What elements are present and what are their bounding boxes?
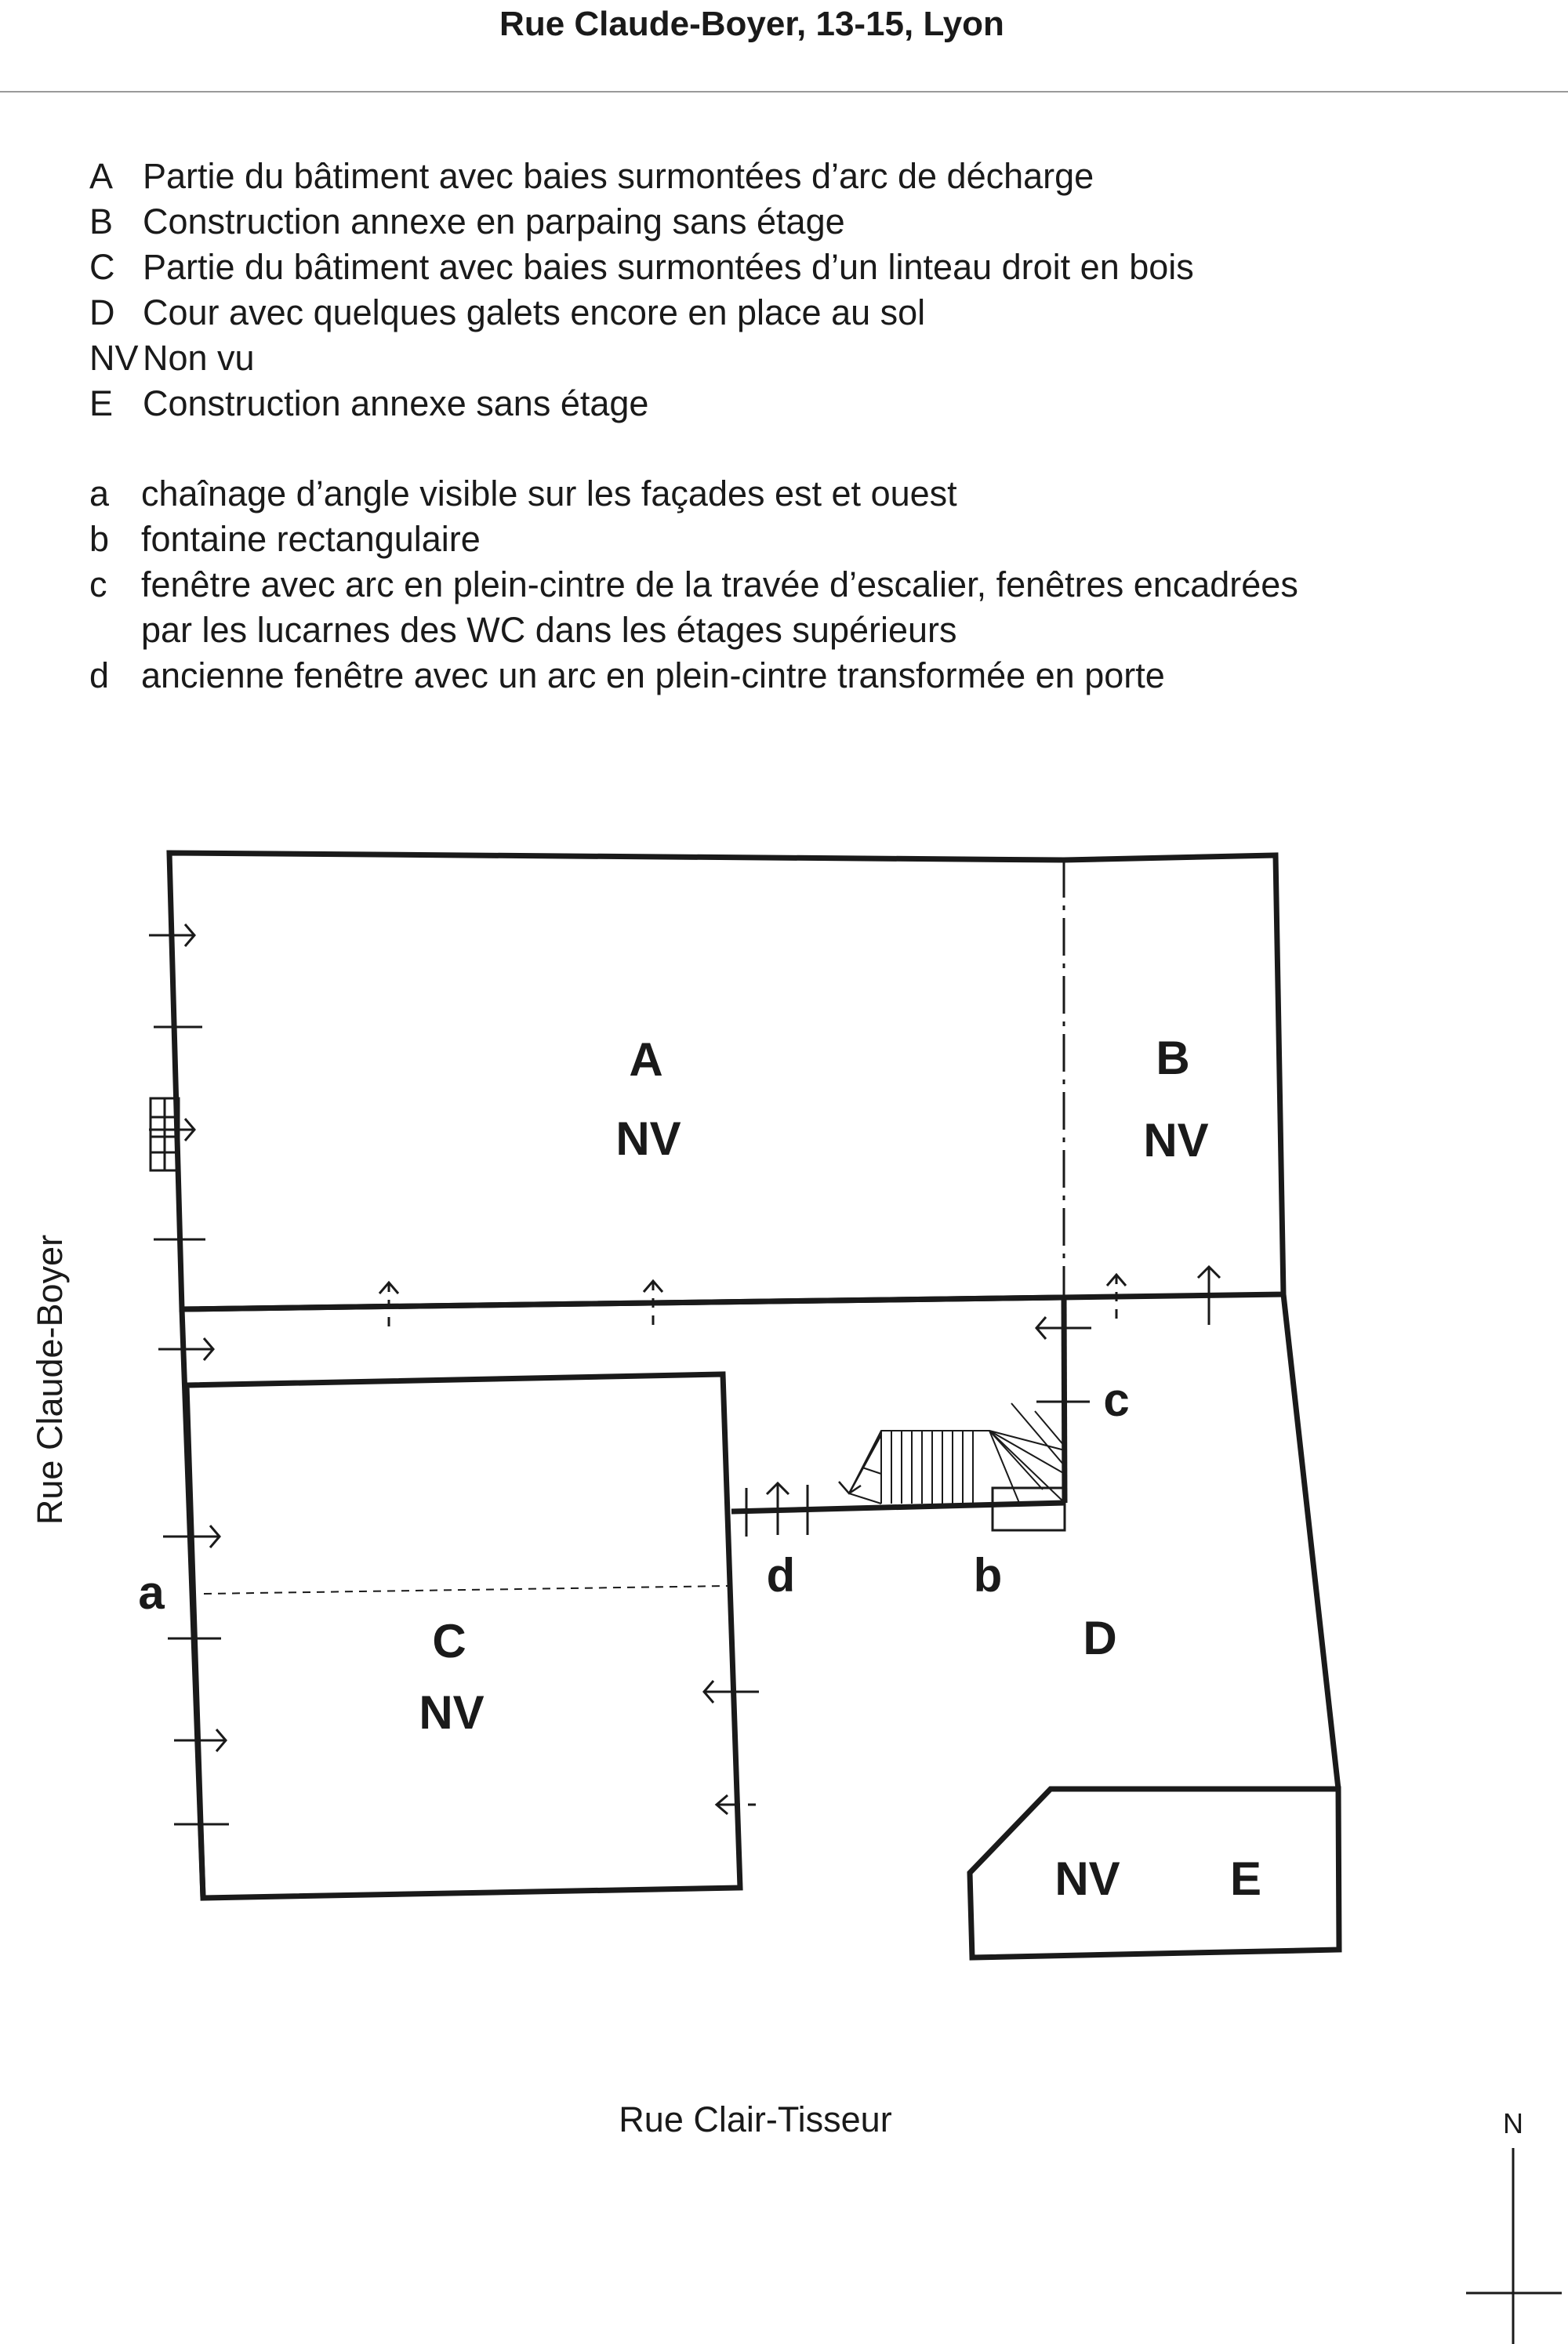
legend-text: Construction annexe en parpaing sans éta… [143, 201, 845, 241]
legend-key: E [89, 383, 114, 423]
marker-b: b [974, 1549, 1003, 1602]
zone-E-status: NV [1054, 1852, 1120, 1905]
legend-key: C [89, 247, 115, 287]
legend-key: NV [89, 338, 139, 378]
arrow-up-icon [1105, 1272, 1127, 1322]
arrow-right-icon [158, 1337, 215, 1361]
marker-a: a [138, 1566, 165, 1619]
arrow-up-icon [642, 1279, 664, 1329]
legend-key: d [89, 655, 110, 695]
stair-arrow-icon [838, 1434, 883, 1495]
arrow-up-icon [378, 1280, 400, 1333]
street-label-left: Rue Claude-Boyer [30, 1234, 70, 1526]
arrow-right-icon [149, 1118, 196, 1141]
legend-text: Partie du bâtiment avec baies surmontées… [143, 247, 1194, 287]
legend-text: Construction annexe sans étage [143, 383, 649, 423]
outline-zone-E [967, 1786, 1342, 1961]
zone-B-status: NV [1143, 1114, 1208, 1167]
marker-d: d [767, 1549, 796, 1602]
legend-item: c fenêtre avec arc en plein-cintre de la … [89, 562, 1298, 608]
arrow-up-icon [1196, 1265, 1221, 1325]
zone-A-status: NV [615, 1112, 681, 1165]
legend-item: A Partie du bâtiment avec baies surmontée… [89, 154, 1194, 199]
zone-C-letter: C [432, 1615, 466, 1667]
legend-text: Partie du bâtiment avec baies surmontées… [143, 156, 1094, 196]
openings [149, 923, 1562, 2344]
legend-item: a chaînage d’angle visible sur les façade… [89, 471, 1298, 517]
legend-key: D [89, 292, 115, 332]
arrow-right-icon [174, 1729, 227, 1752]
legend-item: D Cour avec quelques galets encore en pla… [89, 290, 1194, 336]
street-label-bottom: Rue Clair-Tisseur [619, 2099, 892, 2139]
legend-key: a [89, 474, 110, 513]
arrow-left-icon [714, 1794, 760, 1816]
wall-east-D [1280, 1294, 1341, 1790]
legend-item-continuation: par les lucarnes des WC dans les étages … [89, 608, 1298, 653]
arrow-left-icon [1035, 1316, 1091, 1340]
wall-stair-inner [1061, 1297, 1068, 1504]
legend-zones: A Partie du bâtiment avec baies surmontée… [89, 154, 1194, 426]
title-divider [0, 91, 1568, 93]
legend-text: Non vu [143, 338, 255, 378]
legend-text: fenêtre avec arc en plein-cintre de la t… [141, 564, 1298, 604]
north-label: N [1503, 2107, 1523, 2139]
legend-text: chaînage d’angle visible sur les façades… [141, 474, 957, 513]
legend-item: d ancienne fenêtre avec un arc en plein-c… [89, 653, 1298, 698]
legend-item: E Construction annexe sans étage [89, 381, 1194, 426]
legend-text: fontaine rectangulaire [141, 519, 481, 559]
chainage-line-a [203, 1585, 728, 1595]
legend-item: C Partie du bâtiment avec baies surmontée… [89, 245, 1194, 290]
marker-c: c [1103, 1373, 1129, 1426]
fountain-b [991, 1486, 1066, 1532]
zone-B-letter: B [1156, 1032, 1189, 1084]
zone-A-letter: A [629, 1033, 662, 1086]
pilaster-icon [149, 1097, 180, 1172]
wall-AC-separator [181, 1294, 1063, 1312]
outline-zone-C [183, 1371, 743, 1901]
arrow-up-icon [765, 1481, 790, 1535]
outline-zone-A [166, 850, 1287, 1312]
legend-key: A [89, 156, 114, 196]
arrow-right-icon [163, 1525, 221, 1548]
legend-features: a chaînage d’angle visible sur les façade… [89, 471, 1298, 698]
legend-key: B [89, 201, 114, 241]
legend-key: b [89, 519, 110, 559]
arrow-right-icon [149, 923, 196, 947]
legend-key: c [89, 564, 107, 604]
zone-C-status: NV [419, 1686, 484, 1739]
wall-stair-south [731, 1500, 1065, 1515]
legend-item: B Construction annexe en parpaing sans ét… [89, 199, 1194, 245]
zone-E-letter: E [1230, 1852, 1261, 1905]
zone-D-letter: D [1083, 1612, 1116, 1664]
north-arrow-icon [1466, 2148, 1562, 2344]
legend-text: ancienne fenêtre avec un arc en plein-ci… [141, 655, 1165, 695]
legend-text: Cour avec quelques galets encore en plac… [143, 292, 926, 332]
arrow-left-icon [702, 1680, 759, 1704]
page-title: Rue Claude-Boyer, 13-15, Lyon [499, 5, 1004, 43]
legend-item: b fontaine rectangulaire [89, 517, 1298, 562]
legend-text: par les lucarnes des WC dans les étages … [141, 610, 957, 650]
